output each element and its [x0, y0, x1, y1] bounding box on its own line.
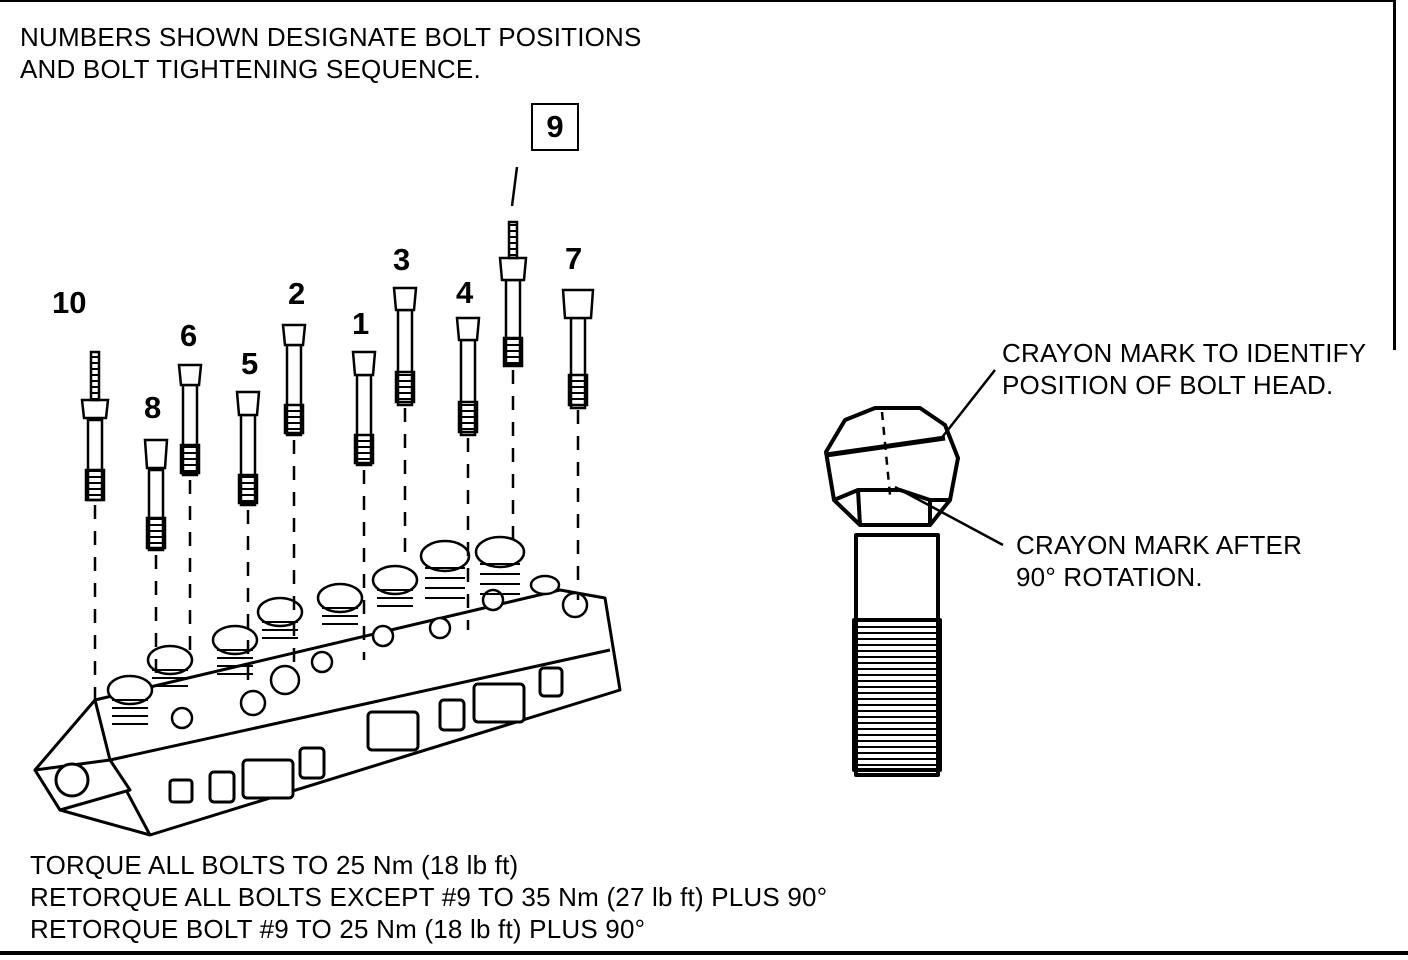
frame-right-rule — [1393, 0, 1396, 350]
bolt-4 — [455, 316, 481, 437]
bolt-guide-lines — [93, 166, 580, 700]
bolt-number-2: 2 — [288, 276, 306, 311]
callout-after-line-2: 90° ROTATION. — [1016, 562, 1203, 592]
torque-line-2: RETORQUE ALL BOLTS EXCEPT #9 TO 35 Nm (2… — [30, 882, 828, 912]
torque-line-1: TORQUE ALL BOLTS TO 25 Nm (18 lb ft) — [30, 850, 519, 880]
bolt-number-9-boxed: 9 — [531, 103, 579, 151]
bolt-3 — [392, 286, 418, 407]
bolt-10 — [80, 350, 110, 502]
callout-leader-lines — [894, 369, 1004, 547]
bolt-number-8: 8 — [144, 390, 162, 425]
detail-bolt — [824, 406, 960, 777]
cylinder-head-block — [33, 535, 622, 837]
torque-line-3: RETORQUE BOLT #9 TO 25 Nm (18 lb ft) PLU… — [30, 914, 646, 944]
diagram-heading: NUMBERS SHOWN DESIGNATE BOLT POSITIONS A… — [20, 21, 642, 85]
torque-specifications: TORQUE ALL BOLTS TO 25 Nm (18 lb ft) RET… — [30, 849, 827, 945]
bolt-number-7: 7 — [565, 241, 583, 276]
bolt-2 — [281, 323, 307, 437]
bolt-9 — [498, 220, 528, 368]
bolt-number-1: 1 — [352, 306, 370, 341]
frame-bottom-rule — [0, 951, 1408, 955]
callout-after-line-1: CRAYON MARK AFTER — [1016, 530, 1303, 560]
bolt-8 — [143, 438, 169, 552]
bolt-5 — [235, 390, 261, 507]
bolt-number-10: 10 — [52, 285, 87, 320]
bolt-1 — [351, 350, 377, 467]
crayon-mark-lines — [825, 411, 946, 496]
bolt-6 — [177, 363, 203, 477]
callout-identify-line-2: POSITION OF BOLT HEAD. — [1002, 370, 1334, 400]
heading-line-2: AND BOLT TIGHTENING SEQUENCE. — [20, 54, 481, 84]
bolt-7 — [561, 288, 595, 410]
bolt-number-5: 5 — [241, 346, 259, 381]
bolt-number-6: 6 — [180, 318, 198, 353]
frame-top-rule — [0, 0, 1395, 2]
bolt-number-3: 3 — [393, 242, 411, 277]
bolt-number-4: 4 — [456, 275, 474, 310]
heading-line-1: NUMBERS SHOWN DESIGNATE BOLT POSITIONS — [20, 22, 642, 52]
callout-crayon-mark-identify: CRAYON MARK TO IDENTIFY POSITION OF BOLT… — [1002, 337, 1366, 401]
callout-identify-line-1: CRAYON MARK TO IDENTIFY — [1002, 338, 1367, 368]
callout-crayon-mark-after: CRAYON MARK AFTER 90° ROTATION. — [1016, 529, 1302, 593]
